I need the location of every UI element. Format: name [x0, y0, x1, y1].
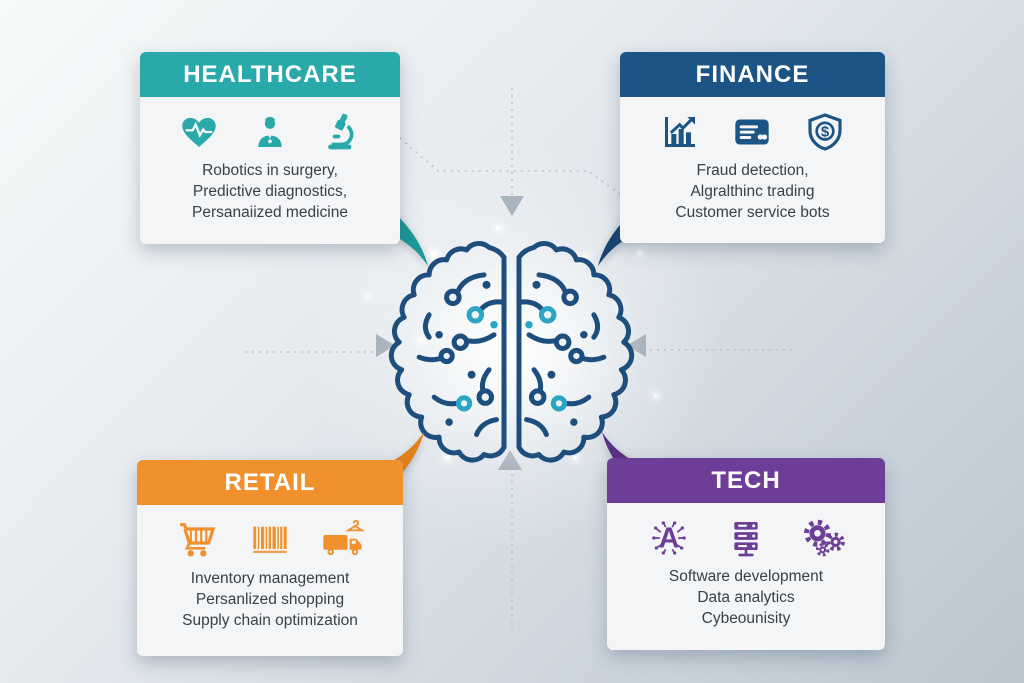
- credit-card-icon: [728, 111, 776, 153]
- healthcare-card-header: HEALTHCARE: [140, 52, 400, 97]
- server-stack-icon: [722, 517, 770, 559]
- retail-card-text: Inventory management Persanlized shoppin…: [182, 570, 358, 629]
- doctor-icon: [246, 111, 294, 153]
- shopping-cart-icon: [173, 519, 221, 561]
- heart-pulse-icon: [175, 111, 223, 153]
- healthcare-card: HEALTHCARE Robotics in surgery, Predicti…: [140, 52, 400, 244]
- retail-card-title: RETAIL: [224, 468, 316, 496]
- retail-card-header: RETAIL: [137, 460, 403, 505]
- tech-card-title: TECH: [711, 466, 781, 494]
- svg-text:A: A: [659, 522, 679, 554]
- svg-text:$: $: [821, 124, 830, 141]
- finance-card-title: FINANCE: [695, 60, 810, 88]
- finance-card-text: Fraud detection, Algralthinc trading Cus…: [675, 162, 830, 221]
- barcode-icon: [246, 519, 294, 561]
- healthcare-card-text: Robotics in surgery, Predictive diagnost…: [192, 162, 348, 221]
- delivery-truck-icon: [319, 519, 367, 561]
- tech-card: TECH A Software development Data analyti…: [607, 458, 885, 650]
- finance-card: FINANCE $ Fraud detection, Algralthinc t…: [620, 52, 885, 243]
- finance-card-header: FINANCE: [620, 52, 885, 97]
- retail-card: RETAIL Inventory management Persanlized …: [137, 460, 403, 656]
- microscope-icon: [317, 111, 365, 153]
- tech-card-text: Software development Data analytics Cybe…: [668, 568, 824, 627]
- gears-icon: [799, 517, 847, 559]
- tech-card-header: TECH: [607, 458, 885, 503]
- shield-dollar-icon: $: [801, 111, 849, 153]
- healthcare-card-title: HEALTHCARE: [183, 60, 357, 88]
- bar-chart-growth-icon: [656, 111, 704, 153]
- ai-chip-icon: A: [645, 517, 693, 559]
